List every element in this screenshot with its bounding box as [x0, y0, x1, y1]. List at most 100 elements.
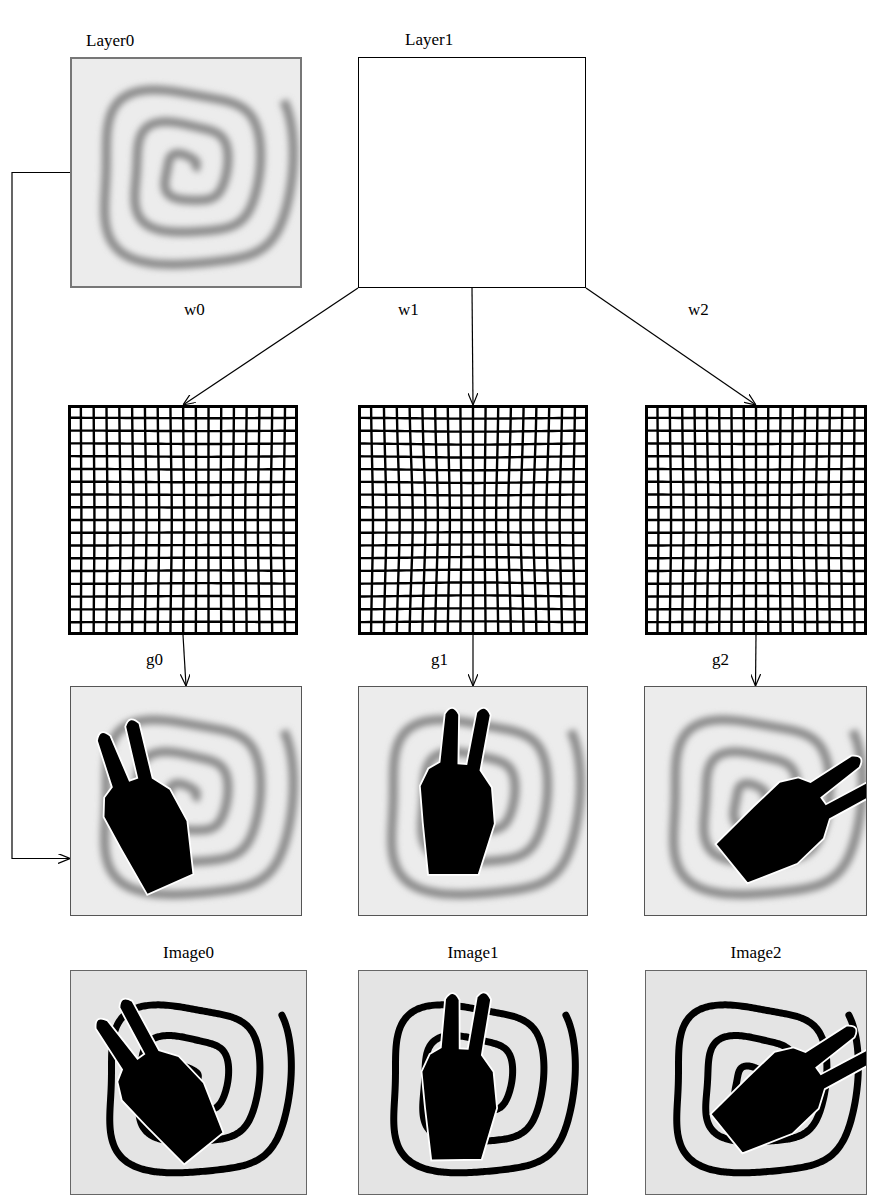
warp-grid-line	[219, 405, 222, 634]
warp-grid-line	[245, 405, 246, 634]
warp-grid-line	[68, 556, 297, 559]
transform-label: g2	[712, 650, 729, 670]
box-picture	[70, 57, 302, 288]
warp-grid-line	[207, 405, 210, 634]
picture-ground	[358, 57, 586, 288]
flow-arrow	[472, 635, 473, 686]
image-box	[68, 405, 298, 635]
warp-grid-line	[68, 506, 296, 509]
warp-grid-line	[646, 531, 866, 534]
warp-grid-line	[779, 405, 780, 634]
image-box: Layer1	[358, 57, 586, 288]
warp-grid-line	[358, 620, 587, 623]
warp-grid-line	[645, 595, 866, 598]
image-heading: Image2	[646, 943, 866, 963]
box-picture	[70, 686, 302, 916]
hand-silhouette	[414, 704, 503, 880]
warp-grid-line	[546, 405, 549, 634]
picture-ground	[358, 405, 588, 635]
warp-grid-line	[560, 405, 562, 635]
warp-grid-line	[508, 406, 511, 635]
image-box	[645, 405, 867, 635]
box-picture	[645, 405, 867, 635]
image-heading: Layer1	[405, 30, 453, 50]
picture-ground	[358, 970, 588, 1195]
picture-ground	[358, 686, 588, 916]
hand-silhouette	[75, 989, 236, 1173]
image-box: Image2	[645, 970, 867, 1195]
warp-grid-line	[852, 405, 855, 635]
warp-grid-line	[573, 405, 575, 635]
warp-grid-line	[646, 569, 867, 572]
warp-grid-line	[358, 607, 587, 610]
warp-grid-line	[359, 595, 588, 596]
warp-grid-line	[646, 519, 866, 521]
warp-grid-line	[791, 405, 792, 635]
image-box	[358, 405, 588, 635]
warp-grid-line	[359, 557, 586, 558]
spiral-pattern	[105, 90, 294, 265]
box-picture	[358, 57, 586, 288]
picture-ground	[70, 970, 307, 1195]
warp-grid-line	[816, 405, 818, 635]
transform-label: g0	[146, 650, 163, 670]
flow-arrow	[183, 288, 358, 405]
image-heading: Image0	[71, 943, 306, 963]
warp-grid-line	[68, 621, 298, 624]
box-picture	[358, 970, 588, 1195]
transform-label: g1	[431, 650, 448, 670]
warp-grid-line	[533, 405, 536, 634]
warp-grid-line	[484, 406, 485, 635]
warp-grid-line	[68, 481, 297, 484]
image-box	[358, 686, 588, 916]
warp-grid-line	[359, 543, 586, 546]
image-box: Image0	[70, 970, 307, 1195]
warp-grid-line	[360, 531, 587, 534]
flow-arrow	[183, 635, 186, 686]
transform-label: w0	[184, 300, 205, 320]
warp-grid-line	[195, 405, 198, 634]
warp-grid-line	[271, 405, 273, 635]
warp-grid-line	[68, 493, 296, 496]
warp-grid-line	[841, 405, 842, 635]
warp-grid-line	[828, 405, 829, 635]
warp-grid-line	[68, 608, 297, 611]
flow-arrow	[12, 173, 70, 859]
hand-silhouette	[75, 713, 206, 900]
warp-grid-line	[496, 406, 498, 635]
flow-arrow	[586, 288, 756, 405]
box-picture	[358, 405, 588, 635]
warp-grid-line	[68, 544, 296, 547]
warp-grid-line	[646, 544, 867, 547]
box-picture	[358, 686, 588, 916]
image-box: Layer0	[70, 57, 302, 288]
warp-grid-line	[646, 556, 867, 559]
picture-ground	[70, 57, 302, 288]
warp-grid-line	[68, 595, 297, 598]
box-picture	[644, 686, 867, 916]
warp-grid-line	[68, 519, 296, 521]
image-box	[644, 686, 867, 916]
image-box	[70, 686, 302, 916]
picture-ground	[645, 405, 867, 635]
image-heading: Image1	[359, 943, 587, 963]
picture-ground	[68, 405, 298, 635]
warp-grid-line	[645, 621, 867, 624]
warp-grid-line	[258, 405, 260, 635]
box-picture	[645, 970, 867, 1195]
hand-silhouette	[702, 1005, 867, 1166]
picture-ground	[70, 686, 302, 916]
flow-arrow	[755, 635, 757, 686]
transform-label: w2	[688, 300, 709, 320]
warp-grid-line	[360, 519, 587, 521]
warp-grid-line	[645, 582, 866, 585]
transform-label: w1	[398, 300, 419, 320]
warp-grid-line	[68, 582, 297, 585]
hand-silhouette	[417, 989, 503, 1163]
hand-silhouette	[707, 735, 867, 896]
image-box: Image1	[358, 970, 588, 1195]
flow-arrow	[472, 288, 473, 405]
